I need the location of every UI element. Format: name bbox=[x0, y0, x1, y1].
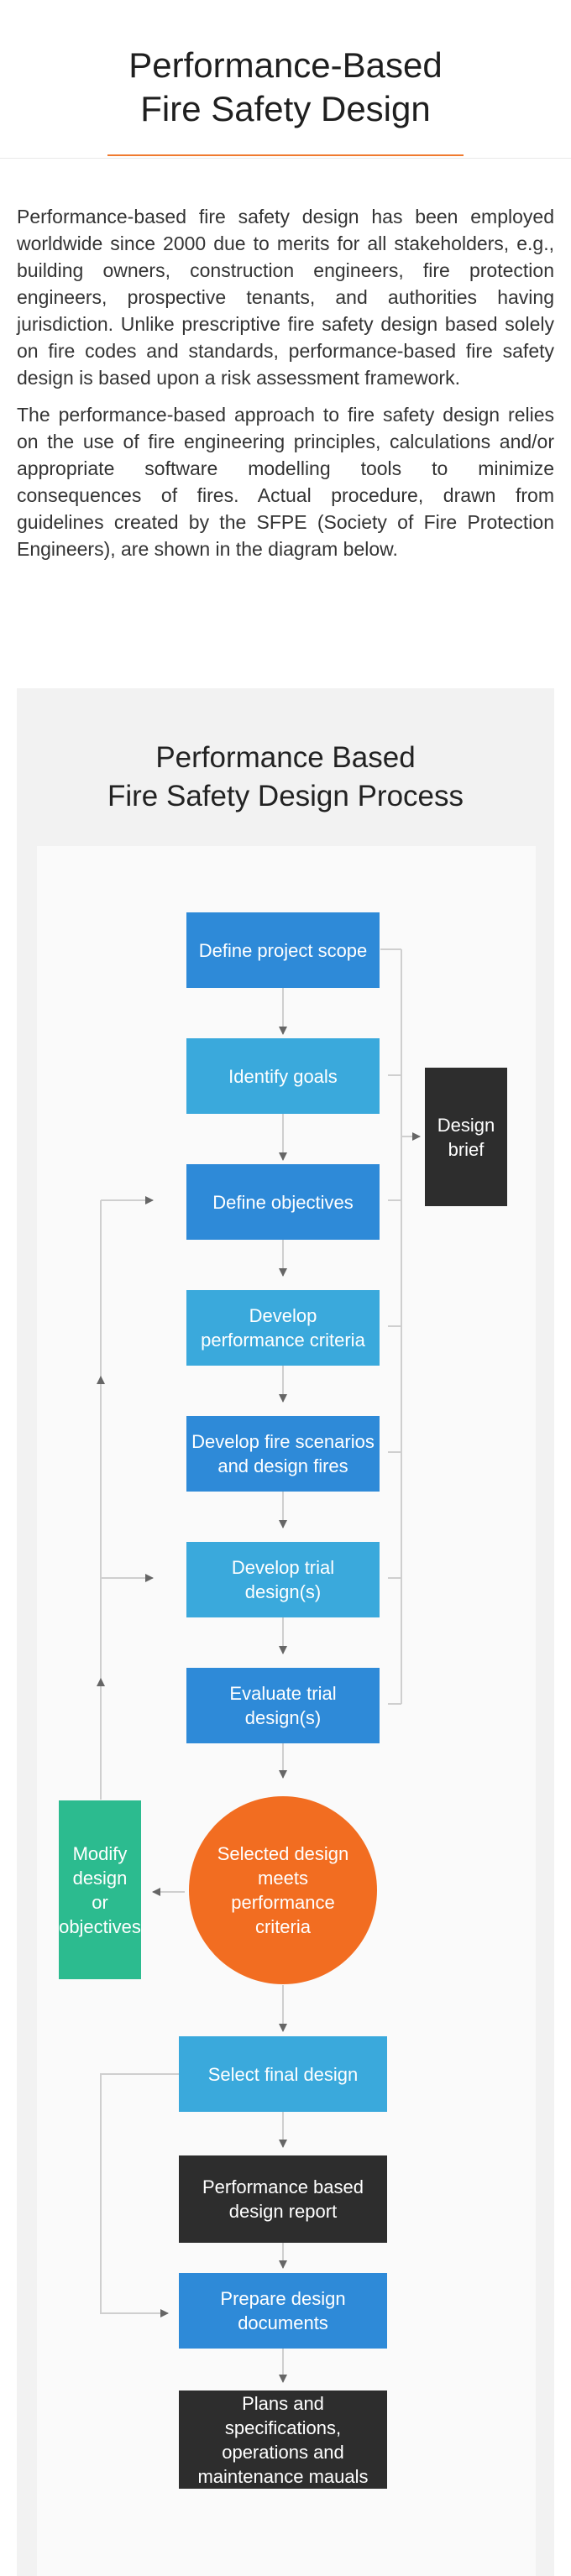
page-header: Performance-Based Fire Safety Design bbox=[0, 0, 571, 159]
step-define-objectives: Define objectives bbox=[186, 1164, 380, 1240]
design-brief-box: Design brief bbox=[425, 1068, 507, 1206]
intro-text: Performance-based fire safety design has… bbox=[17, 203, 554, 572]
step-evaluate-trial-designs: Evaluate trial design(s) bbox=[186, 1668, 380, 1743]
diagram-title: Performance Based Fire Safety Design Pro… bbox=[107, 741, 464, 813]
step-identify-goals: Identify goals bbox=[186, 1038, 380, 1114]
modify-design-box: Modify design or objectives bbox=[59, 1800, 141, 1979]
step-prepare-design-documents: Prepare design documents bbox=[179, 2273, 387, 2349]
step-select-final-design: Select final design bbox=[179, 2036, 387, 2112]
step-develop-fire-scenarios: Develop fire scenarios and design fires bbox=[186, 1416, 380, 1492]
step-define-project-scope: Define project scope bbox=[186, 912, 380, 988]
plans-specifications-box: Plans and specifications, operations and… bbox=[179, 2391, 387, 2489]
intro-paragraph-2: The performance-based approach to fire s… bbox=[17, 404, 554, 560]
title-underline bbox=[107, 154, 464, 156]
step-develop-performance-criteria: Develop performance criteria bbox=[186, 1290, 380, 1366]
intro-paragraph-1: Performance-based fire safety design has… bbox=[17, 206, 554, 389]
performance-design-report-box: Performance based design report bbox=[179, 2155, 387, 2243]
step-develop-trial-designs: Develop trial design(s) bbox=[186, 1542, 380, 1617]
page-title: Performance-Based Fire Safety Design bbox=[128, 45, 443, 128]
decision-circle: Selected design meets performance criter… bbox=[189, 1796, 377, 1984]
